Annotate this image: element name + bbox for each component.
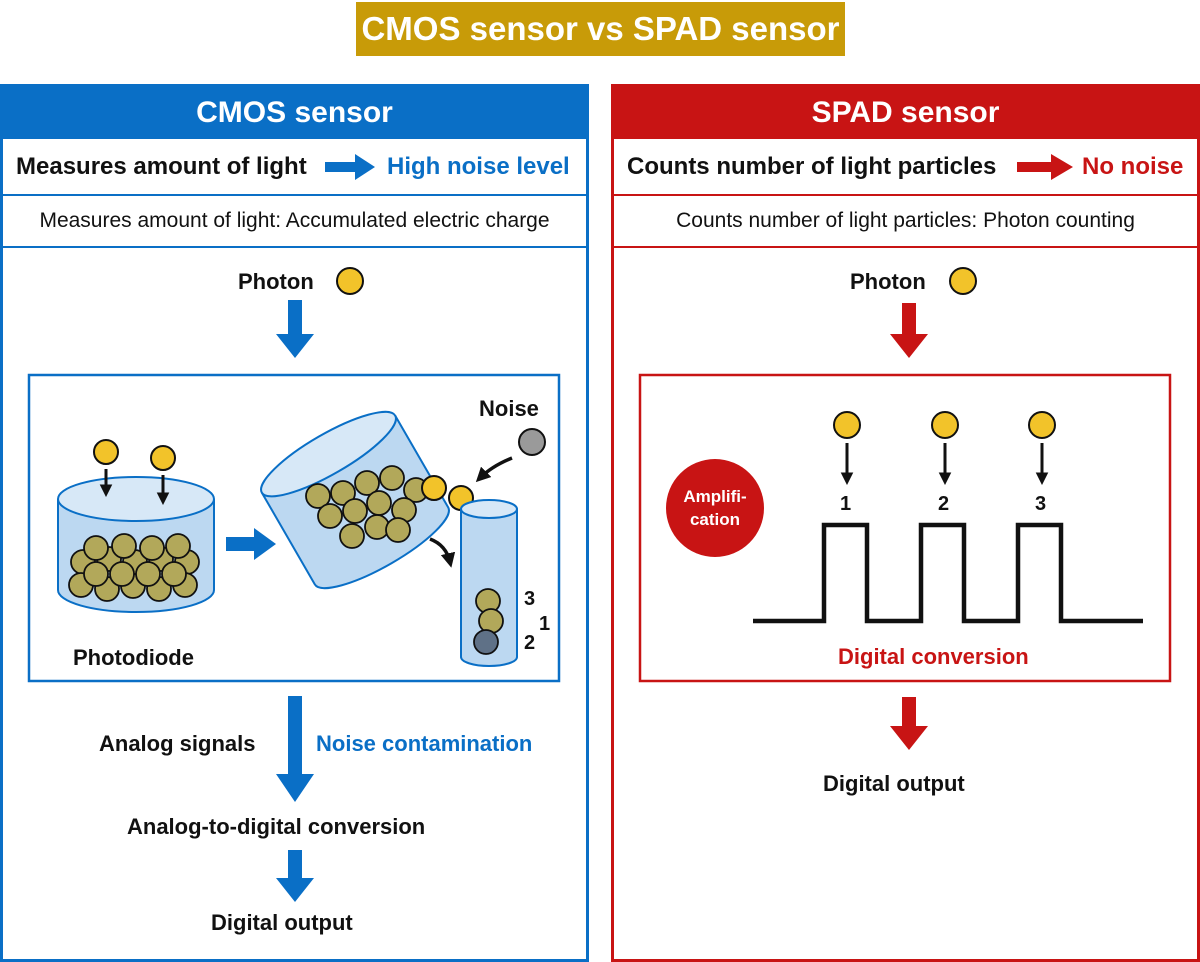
photon-icon	[421, 475, 447, 501]
count-label: 2	[524, 632, 536, 654]
pulse-label: 3	[1035, 493, 1047, 515]
cmos-photon-label: Photon	[238, 269, 314, 294]
charge-particles	[305, 465, 429, 549]
down-arrow-icon	[276, 850, 314, 902]
spad-description: Counts number of light particles: Photon…	[614, 196, 1197, 248]
spad-process-box	[638, 373, 1172, 683]
photon-icon	[150, 445, 176, 471]
noise-contamination-label: Noise contamination	[316, 731, 533, 756]
down-arrow-icon	[890, 697, 928, 750]
amplification-label: Amplifi-	[683, 487, 747, 506]
photon-icon	[949, 267, 977, 295]
spad-panel: SPAD sensor Counts number of light parti…	[611, 84, 1200, 962]
amplification-label: cation	[689, 510, 741, 529]
photon-icon	[833, 411, 861, 439]
photon-icon	[93, 439, 119, 465]
down-arrow-icon	[276, 300, 314, 358]
count-label: 3	[524, 588, 536, 610]
photon-icon	[336, 267, 364, 295]
down-arrow-icon	[276, 696, 314, 802]
page-title: CMOS sensor vs SPAD sensor	[356, 2, 845, 56]
spad-panel-header: SPAD sensor	[614, 87, 1197, 139]
cmos-summary-result: High noise level	[387, 153, 570, 180]
cmos-description: Measures amount of light: Accumulated el…	[3, 196, 586, 248]
amplification-badge	[666, 459, 764, 557]
curved-arrow-icon	[475, 456, 513, 483]
right-arrow-icon	[1017, 154, 1073, 180]
photon-icon	[931, 411, 959, 439]
curved-arrow-icon	[429, 537, 456, 568]
analog-signals-label: Analog signals	[99, 731, 256, 756]
photodiode-label: Photodiode	[73, 645, 194, 670]
cmos-output-label: Digital output	[211, 910, 353, 935]
count-label: 1	[539, 613, 551, 635]
pulse-label: 2	[938, 493, 950, 515]
digital-conversion-label: Digital conversion	[838, 644, 1029, 669]
pulse-waveform	[753, 522, 1143, 624]
pulse-label: 1	[840, 493, 852, 515]
cmos-summary-label: Measures amount of light	[16, 153, 307, 180]
noise-particle-icon	[518, 428, 546, 456]
down-arrow-icon	[890, 303, 928, 358]
cmos-panel-header: CMOS sensor	[3, 87, 586, 139]
photon-icon	[1028, 411, 1056, 439]
spad-output-label: Digital output	[823, 771, 965, 796]
cmos-process-box	[27, 373, 561, 683]
spad-summary-result: No noise	[1082, 153, 1184, 180]
cmos-summary-row: Measures amount of light High noise leve…	[3, 139, 586, 196]
spad-summary-label: Counts number of light particles	[627, 153, 997, 180]
spad-photon-label: Photon	[850, 269, 926, 294]
photodiode-icon	[57, 476, 215, 613]
right-arrow-icon	[226, 528, 276, 560]
spad-summary-row: Counts number of light particles No nois…	[614, 139, 1197, 196]
collection-tube-icon	[460, 499, 518, 667]
right-arrow-icon	[325, 154, 375, 180]
cmos-panel: CMOS sensor Measures amount of light Hig…	[0, 84, 589, 962]
noise-label: Noise	[479, 396, 539, 421]
adc-label: Analog-to-digital conversion	[127, 814, 426, 839]
